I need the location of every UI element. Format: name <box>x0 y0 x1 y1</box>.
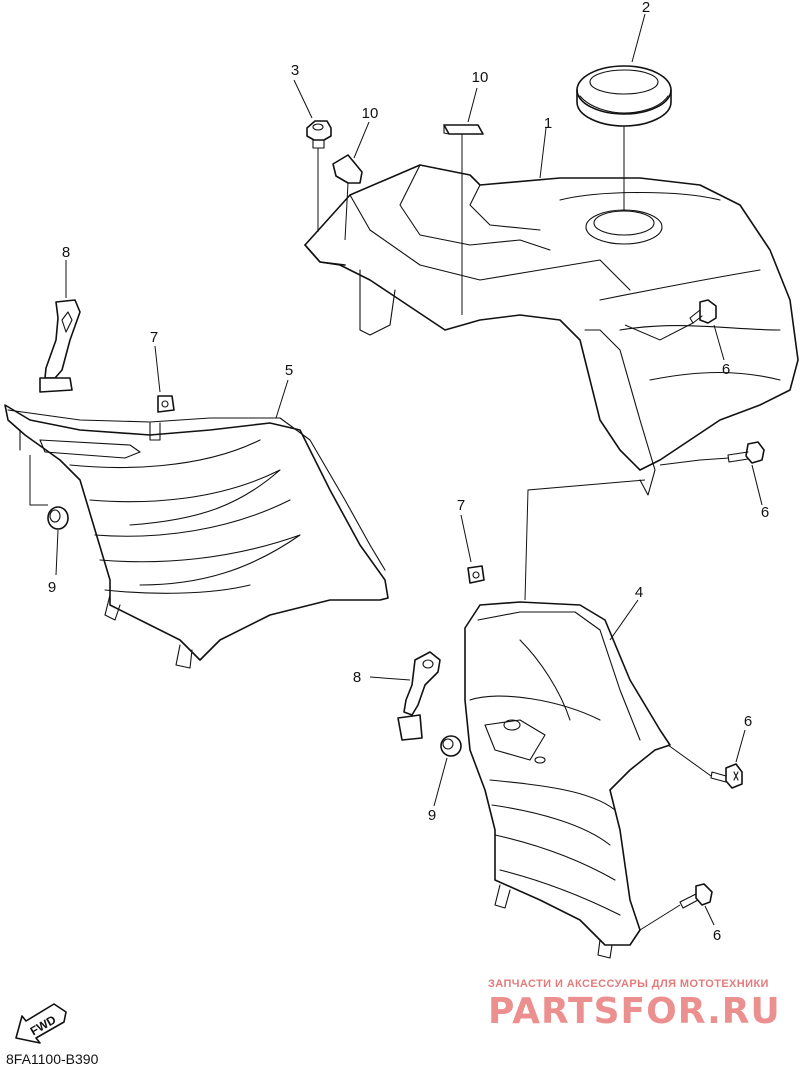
callout-2: 2 <box>642 0 650 16</box>
callout-8-right: 8 <box>353 669 361 686</box>
tank-cover-part-1[interactable] <box>304 164 799 496</box>
callout-10-right: 10 <box>472 69 489 86</box>
callout-6-a: 6 <box>722 361 730 378</box>
callout-7-right: 7 <box>457 497 465 514</box>
bolt-part-6-c[interactable] <box>710 763 743 789</box>
callout-4: 4 <box>635 584 643 601</box>
callout-8-left: 8 <box>62 244 70 261</box>
callout-6-d: 6 <box>713 927 721 944</box>
callout-9-right: 9 <box>428 807 436 824</box>
callout-9-left: 9 <box>48 579 56 596</box>
callout-6-b: 6 <box>761 504 769 521</box>
callout-3: 3 <box>291 62 299 79</box>
assembly-lines <box>29 126 730 931</box>
strap-part-8-right[interactable] <box>397 651 441 741</box>
bolt-part-6-b[interactable] <box>727 441 765 464</box>
strap-part-8-left[interactable] <box>39 299 81 393</box>
watermark-subtitle: ЗАПЧАСТИ И АКСЕССУАРЫ ДЛЯ МОТОТЕХНИКИ <box>488 978 769 990</box>
callout-10-left: 10 <box>362 105 379 122</box>
bolt-part-6-d[interactable] <box>679 883 713 909</box>
callout-6-c: 6 <box>744 713 752 730</box>
callout-labels: 2 3 10 10 1 8 7 5 6 6 7 4 8 6 9 9 6 <box>48 0 769 944</box>
clip-nut-part-7-right[interactable] <box>467 565 485 584</box>
fwd-arrow-icon: FWD <box>15 1003 67 1044</box>
side-cover-part-4[interactable] <box>464 601 671 959</box>
watermark-brand: PARTSFOR.RU <box>488 991 781 1032</box>
grommet-part-3[interactable] <box>306 120 332 149</box>
collar-part-9-right[interactable] <box>440 735 462 757</box>
clip-nut-part-7-left[interactable] <box>157 395 175 413</box>
diagram-code: 8FA1100-B390 <box>6 1051 99 1067</box>
collar-part-9-left[interactable] <box>47 506 69 530</box>
filler-ring-part-2[interactable] <box>576 65 672 127</box>
damper-pad-part-10-left[interactable] <box>332 154 363 184</box>
callout-1: 1 <box>544 115 552 132</box>
bolt-part-6-a[interactable] <box>689 299 717 324</box>
damper-pad-part-10-right[interactable] <box>443 124 484 135</box>
callout-5: 5 <box>285 362 293 379</box>
callout-leaders <box>55 13 763 926</box>
callout-7-left: 7 <box>150 329 158 346</box>
side-cover-part-5[interactable] <box>4 404 389 669</box>
